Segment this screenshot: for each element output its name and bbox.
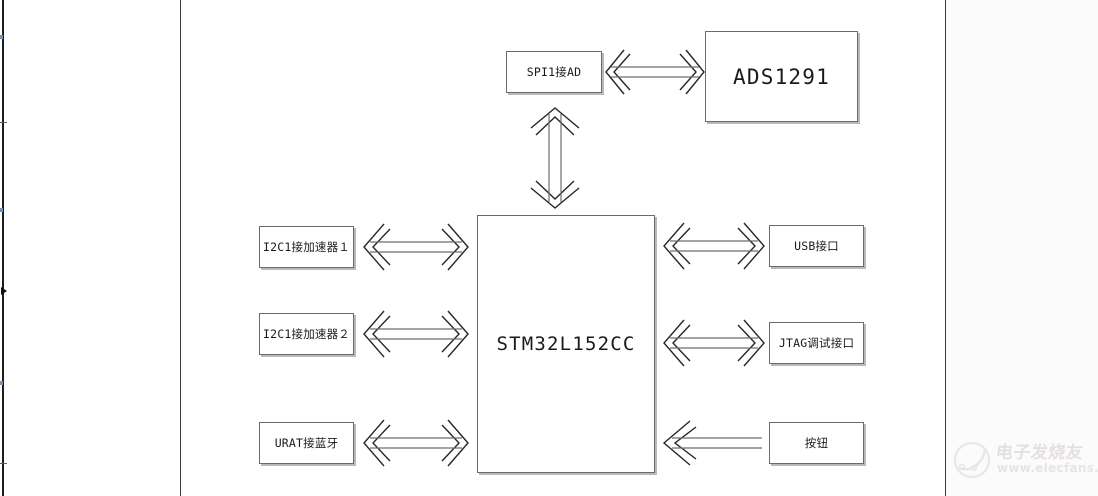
block-jtag-port-label: JTAG调试接口 [778,336,855,350]
arrow-accel2-to-mcu [362,309,470,359]
left-edge-dot-3 [0,381,3,385]
block-spi1-ad-label: SPI1接AD [526,65,582,79]
block-button[interactable]: 按钮 [769,422,864,464]
block-button-label: 按钮 [804,436,829,450]
block-spi1-ad[interactable]: SPI1接AD [506,51,602,93]
block-usb-port-label: USB接口 [794,239,839,253]
block-mcu-stm32l152cc[interactable]: STM32L152CC [477,215,655,473]
block-urat-bluetooth-label: URAT接蓝牙 [274,436,339,450]
left-edge-dot-2 [0,208,3,212]
arrow-mcu-to-usb [662,221,766,271]
arrow-spi1-to-mcu [529,106,581,210]
block-urat-bluetooth[interactable]: URAT接蓝牙 [259,422,354,464]
left-edge-tick-2 [0,463,7,464]
block-i2c1-accel-1[interactable]: I2C1接加速器１ [259,226,354,268]
left-margin-gutter [0,0,180,496]
block-i2c1-accel-2[interactable]: I2C1接加速器２ [259,313,354,355]
arrow-button-to-mcu [662,419,766,467]
arrow-urat-to-mcu [362,418,470,468]
content-left-rule [180,0,181,496]
left-edge-tick-1 [0,122,7,123]
page-left-edge-rule [2,0,4,496]
block-jtag-port[interactable]: JTAG调试接口 [769,322,864,364]
arrow-spi1-to-ads1291 [604,48,706,96]
arrow-accel1-to-mcu [362,222,470,272]
arrow-mcu-to-jtag [662,318,766,368]
block-ads1291[interactable]: ADS1291 [705,31,858,122]
block-ads1291-label: ADS1291 [733,64,830,89]
block-mcu-label: STM32L152CC [496,333,636,355]
left-edge-dot-1 [0,35,3,39]
block-usb-port[interactable]: USB接口 [769,225,864,267]
right-margin-gutter [946,0,1098,496]
content-right-rule [945,0,946,496]
left-edge-caret-marker [1,287,7,295]
block-i2c1-accel-2-label: I2C1接加速器２ [263,327,350,341]
block-i2c1-accel-1-label: I2C1接加速器１ [263,240,350,254]
